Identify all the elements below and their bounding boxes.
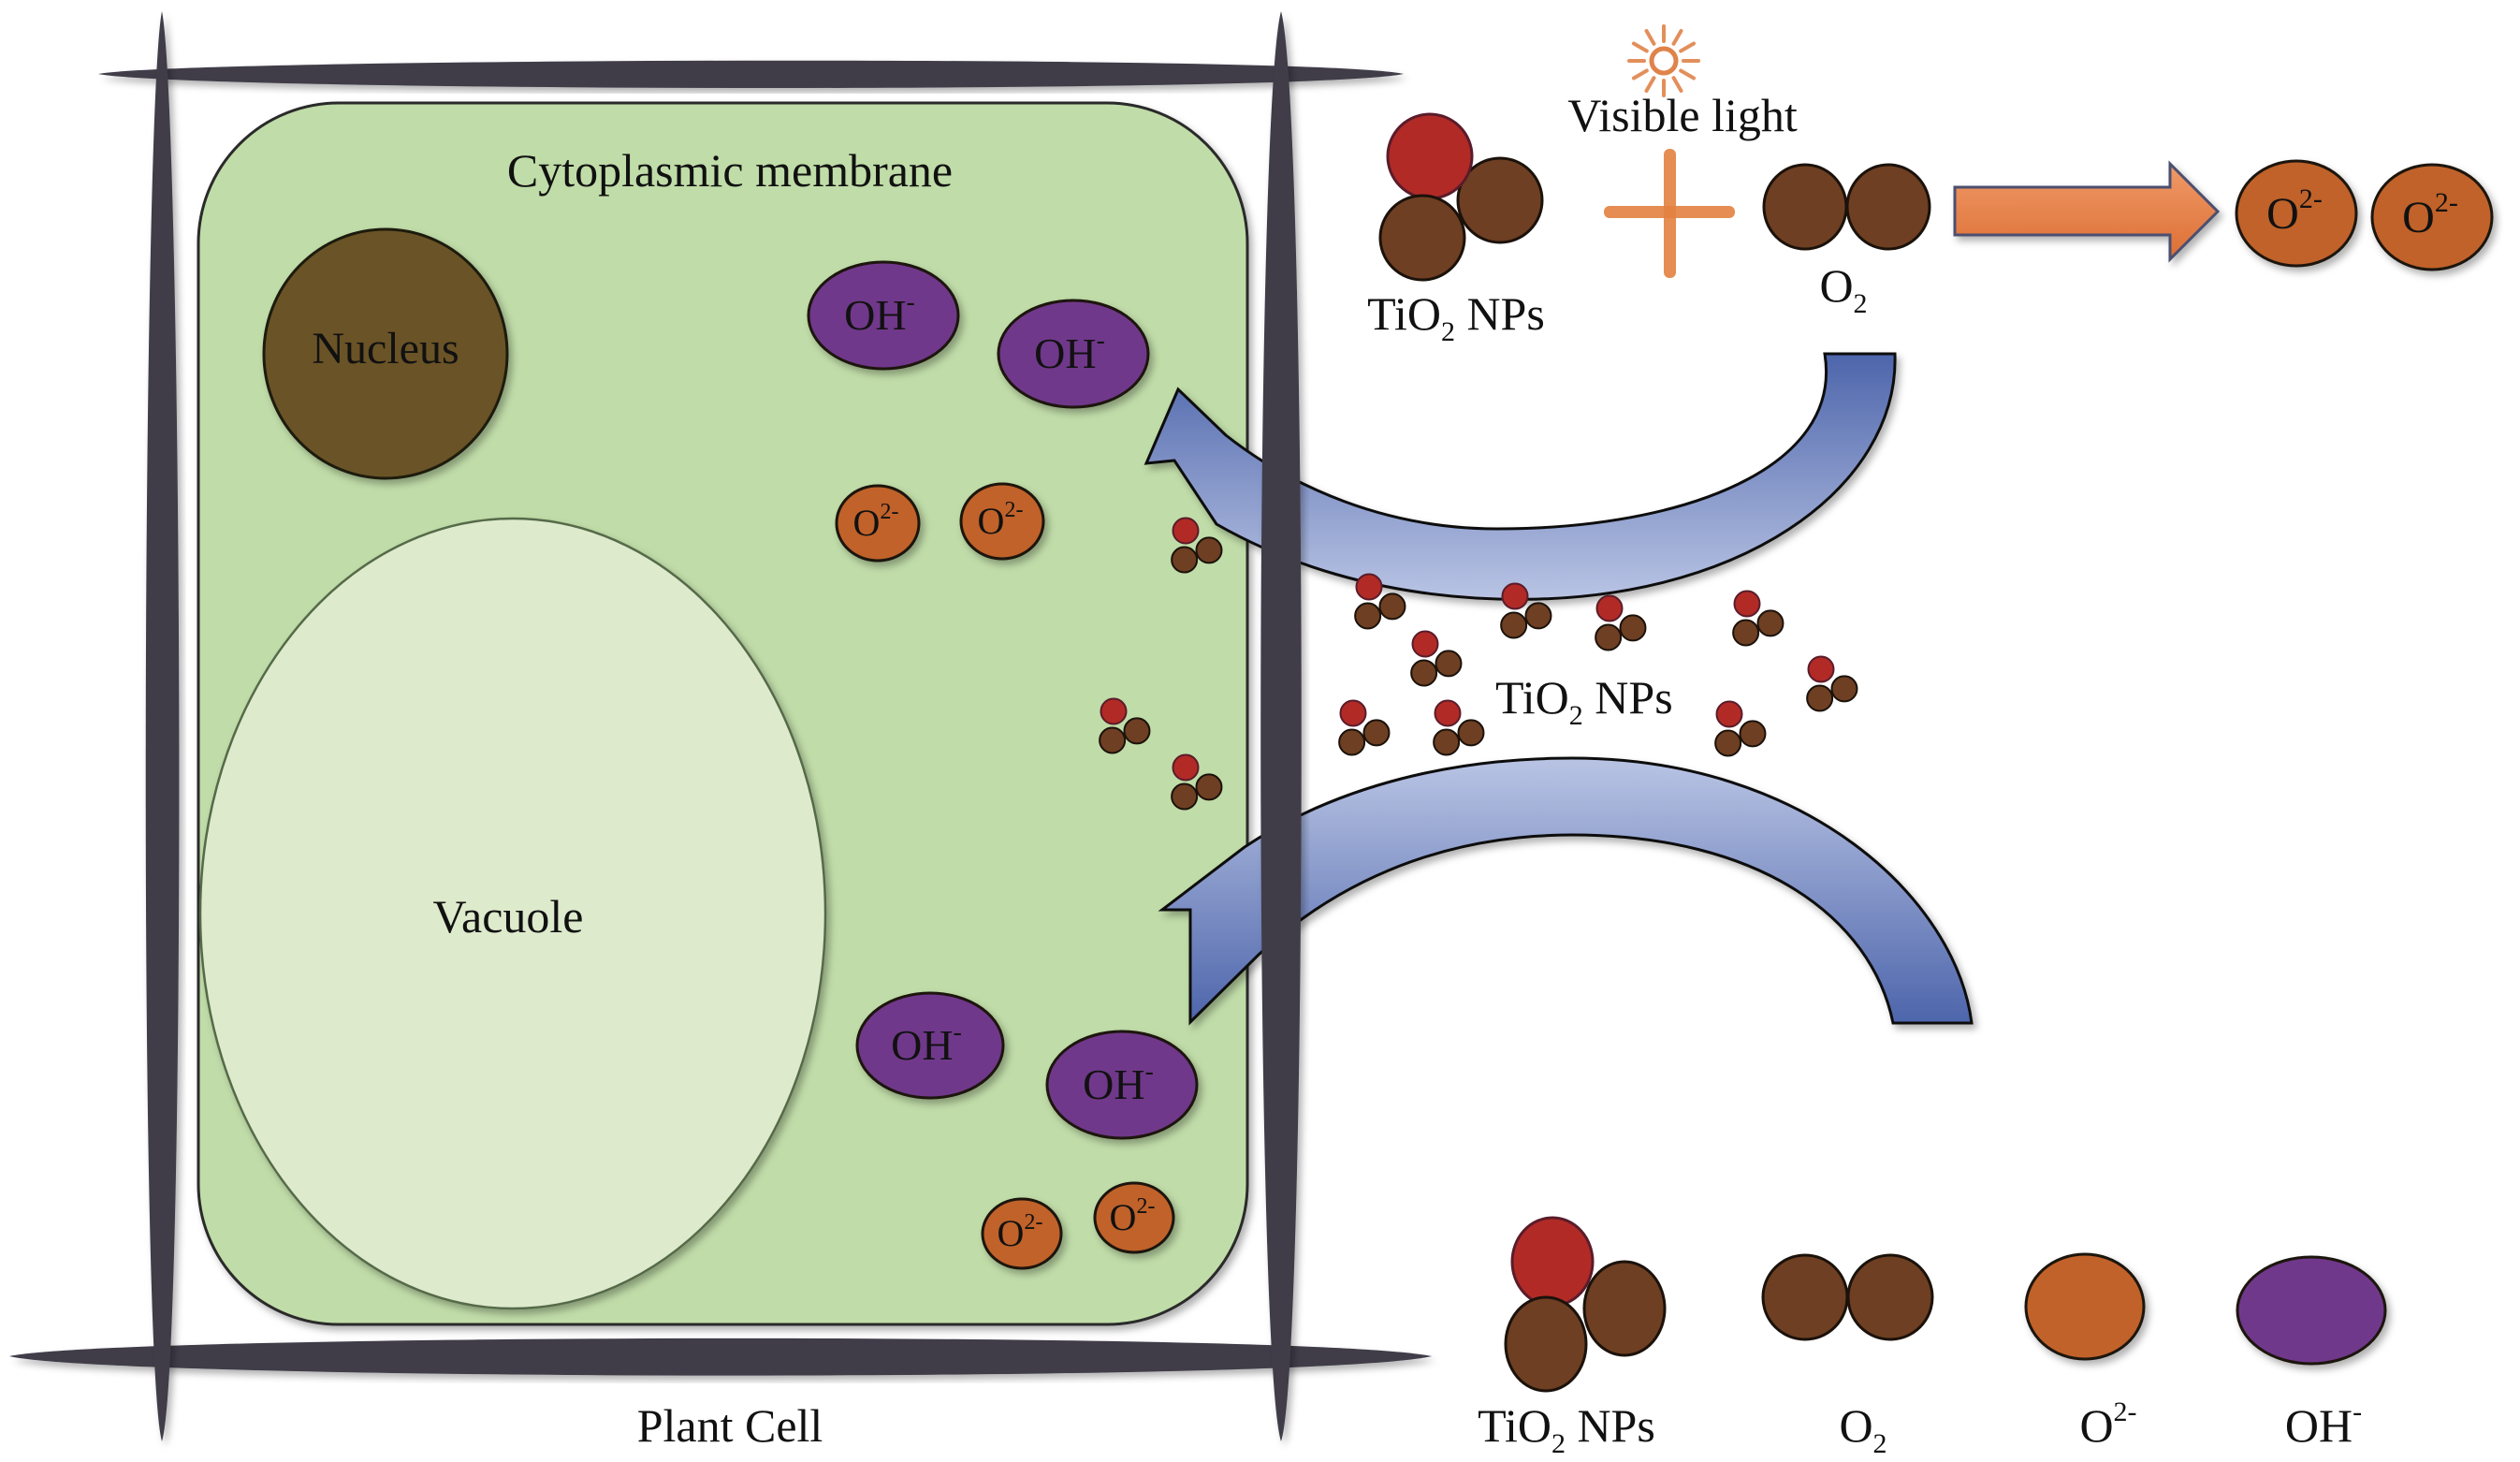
legend-tio2-symbol	[1504, 1216, 1667, 1393]
atom	[1456, 156, 1544, 244]
reactant-tio2-label: TiO2 NPs	[1367, 287, 1545, 347]
ion-label: OH-	[1034, 325, 1105, 377]
hydroxyl-ion: OH-	[807, 260, 960, 371]
ion-label: O2-	[853, 500, 899, 544]
ion-label: O2-	[978, 498, 1024, 542]
legend: TiO2 NPs O2 O2- OH-	[1478, 1216, 2387, 1459]
intracellular-ros: OH- OH- O2- O2- OH- OH- O2- O2-	[807, 260, 1199, 1270]
ion-label: O2-	[998, 1210, 1043, 1254]
reaction-products: O2- O2-	[2235, 159, 2494, 271]
photocatalytic-reaction: Visible light TiO2 NPs O2 O2- O2-	[1367, 24, 2494, 347]
tio2-nanoparticle	[1714, 700, 1767, 757]
nucleus-label: Nucleus	[312, 324, 459, 373]
ion-label: O2-	[1110, 1194, 1156, 1238]
cell-wall-right	[1260, 11, 1302, 1441]
atom	[1386, 112, 1474, 200]
vacuole	[198, 517, 827, 1310]
svg-text:O2-: O2-	[2266, 183, 2323, 239]
legend-o2-label: O2	[1839, 1399, 1886, 1459]
nucleus	[262, 227, 509, 480]
legend-tio2-label: TiO2 NPs	[1478, 1399, 1655, 1459]
tio2-nanoparticle	[1595, 594, 1647, 651]
legend-o2-symbol	[1761, 1253, 1934, 1341]
hydroxyl-ion: OH-	[855, 991, 1005, 1100]
legend-hydroxyl-label: OH-	[2285, 1396, 2362, 1452]
tio2-nanoparticle	[1099, 697, 1151, 754]
atom	[1510, 1216, 1595, 1308]
np-label: TiO2 NPs	[1495, 671, 1673, 731]
cell-wall	[9, 11, 1432, 1441]
atom	[1845, 163, 1931, 251]
legend-superoxide-symbol	[2024, 1252, 2146, 1361]
reactant-tio2-np	[1378, 112, 1544, 282]
ion-label: OH-	[1083, 1056, 1154, 1108]
atom	[1582, 1260, 1667, 1357]
uptake-arrow-upper	[1143, 352, 1897, 601]
sun-icon	[1627, 24, 1700, 97]
hydroxyl-ion: OH-	[1045, 1030, 1199, 1140]
cell-wall-top	[98, 60, 1404, 89]
tio2-nanoparticle	[1732, 590, 1784, 647]
atom	[1762, 163, 1848, 251]
visible-light-label: Visible light	[1567, 89, 1798, 141]
superoxide-ion: O2-	[1093, 1181, 1175, 1254]
tio2-nanoparticle	[1410, 630, 1463, 687]
superoxide-product: O2-	[2235, 159, 2358, 268]
hydroxyl-ion: OH-	[997, 299, 1150, 409]
atom	[1846, 1253, 1934, 1341]
plant-cell-caption: Plant Cell	[637, 1399, 823, 1452]
superoxide-ion: O2-	[835, 484, 921, 563]
legend-superoxide-label: O2-	[2079, 1396, 2136, 1452]
atom	[1761, 1253, 1849, 1341]
tio2-nanoparticle	[1338, 699, 1391, 756]
tio2-nanoparticle	[1354, 573, 1406, 630]
atom	[1378, 194, 1466, 282]
ion-label: OH-	[844, 286, 915, 339]
ion-label: OH-	[891, 1016, 962, 1069]
legend-hydroxyl-symbol	[2236, 1255, 2387, 1366]
atom	[1504, 1295, 1588, 1393]
tio2-nanoparticle	[1171, 753, 1223, 811]
tio2-nanoparticle	[1500, 582, 1552, 639]
reactant-o2-molecule	[1762, 163, 1931, 251]
cell-wall-bottom	[9, 1338, 1432, 1376]
vacuole-label: Vacuole	[432, 890, 583, 943]
plus-icon	[1604, 149, 1735, 278]
membrane-label: Cytoplasmic membrane	[507, 144, 953, 197]
cell-wall-left	[145, 11, 180, 1441]
reaction-arrow-icon	[1953, 160, 2221, 263]
reactant-o2-label: O2	[1819, 259, 1867, 319]
superoxide-ion: O2-	[959, 482, 1045, 561]
tio2-nanoparticle	[1806, 655, 1858, 712]
tio2-nanoparticles	[1099, 517, 1858, 811]
superoxide-ion: O2-	[981, 1197, 1063, 1270]
superoxide-product: O2-	[2370, 163, 2494, 271]
svg-text:O2-: O2-	[2402, 187, 2458, 242]
tio2-nanoparticle	[1433, 699, 1485, 756]
uptake-arrow-lower	[1158, 756, 1974, 1026]
tio2-nanoparticle	[1171, 517, 1223, 574]
